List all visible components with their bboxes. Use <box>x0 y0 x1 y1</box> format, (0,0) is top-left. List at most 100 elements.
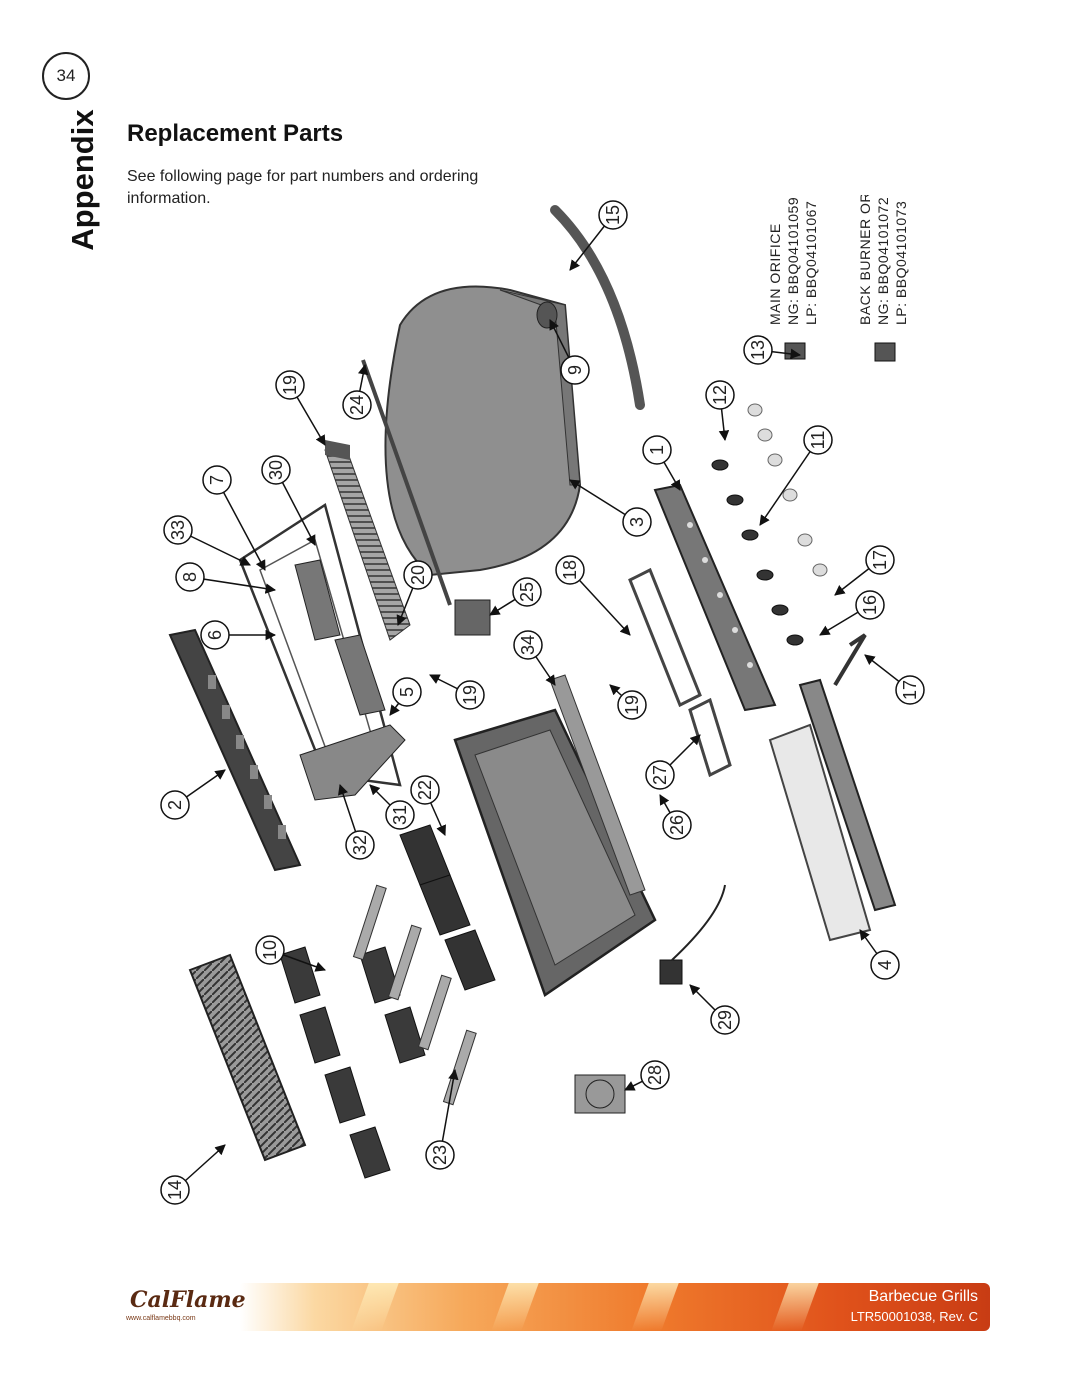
callout-circle <box>163 515 193 545</box>
footer-flame-bar: Barbecue Grills LTR50001038, Rev. C <box>240 1283 990 1331</box>
callout-19: 19 <box>429 674 485 710</box>
callout-31: 31 <box>369 784 415 830</box>
callout-leader <box>216 479 266 571</box>
callout-circle <box>645 760 675 790</box>
callout-number: 26 <box>667 815 687 835</box>
page-title: Replacement Parts <box>127 120 344 147</box>
callout-number: 2 <box>165 800 185 810</box>
callout-circle <box>255 935 285 965</box>
callout-circle <box>455 680 485 710</box>
callout-circle <box>200 620 230 650</box>
callout-circle <box>345 830 375 860</box>
callout-33: 33 <box>163 515 251 566</box>
callout-23: 23 <box>425 1068 459 1170</box>
callout-circle <box>275 370 305 400</box>
lower-tray-part <box>334 634 386 716</box>
burner-rail-top-part <box>628 567 702 708</box>
callout-14: 14 <box>160 1144 226 1205</box>
callout-number: 16 <box>860 595 880 615</box>
callout-number: 19 <box>460 685 480 705</box>
callout-26: 26 <box>659 794 692 840</box>
ignition-wire-part <box>671 884 726 961</box>
side-shelf-slots <box>208 675 286 839</box>
callout-number: 17 <box>870 550 890 570</box>
main-orifice-part <box>784 342 806 360</box>
callout-3: 3 <box>569 479 652 537</box>
callout-circle <box>640 1060 670 1090</box>
mount-bracket-part <box>299 724 406 801</box>
callout-circle <box>705 380 735 410</box>
footer-title: Barbecue Grills <box>868 1288 978 1305</box>
callout-number: 7 <box>207 475 227 485</box>
callout-circle <box>710 1005 740 1035</box>
callout-number: 34 <box>518 635 538 655</box>
footer-banner: Barbecue Grills LTR50001038, Rev. C CalF… <box>120 1283 990 1331</box>
callout-circle <box>642 435 672 465</box>
callout-24: 24 <box>342 363 372 420</box>
footer-doc-number: LTR50001038, Rev. C <box>850 1309 978 1324</box>
callout-circle <box>803 425 833 455</box>
callout-number: 17 <box>900 680 920 700</box>
callout-circle <box>895 675 925 705</box>
callout-10: 10 <box>255 935 326 972</box>
fan-cover-part <box>574 1074 626 1114</box>
callout-number: 4 <box>875 960 895 970</box>
flame-tamer-set <box>279 946 426 1179</box>
callout-34: 34 <box>513 630 556 686</box>
callout-19: 19 <box>275 370 326 446</box>
callout-22: 22 <box>410 775 446 836</box>
main-orifice-ng: NG: BBQ04101059 <box>785 197 801 325</box>
exploded-parts-diagram: MAIN ORIFICE NG: BBQ04101059 LP: BBQ0410… <box>160 195 925 1205</box>
back-orifice-part <box>874 342 896 362</box>
callout-number: 14 <box>165 1180 185 1200</box>
callout-18: 18 <box>555 555 631 636</box>
callout-9: 9 <box>549 319 590 385</box>
callout-17: 17 <box>834 545 895 596</box>
callout-number: 20 <box>408 565 428 585</box>
back-orifice-ng: NG: BBQ04101072 <box>875 197 891 325</box>
callout-13: 13 <box>743 335 802 365</box>
callout-29: 29 <box>689 984 740 1035</box>
control-panel-holes <box>687 522 753 668</box>
control-panel-part <box>653 483 777 712</box>
callout-number: 18 <box>560 560 580 580</box>
callout-circle <box>403 560 433 590</box>
callout-number: 1 <box>647 445 667 455</box>
callout-circle <box>512 577 542 607</box>
callout-25: 25 <box>489 577 542 616</box>
callout-circle <box>175 562 205 592</box>
fan-blade-part <box>585 1079 615 1109</box>
callout-circle <box>598 200 628 230</box>
callout-number: 28 <box>645 1065 665 1085</box>
callout-4: 4 <box>859 929 900 980</box>
side-frame-part <box>238 503 402 787</box>
brand-logo: CalFlame <box>130 1287 246 1313</box>
callout-circle <box>160 1175 190 1205</box>
callout-11: 11 <box>759 425 833 526</box>
callout-number: 25 <box>517 582 537 602</box>
callout-number: 12 <box>710 385 730 405</box>
thermometer-part <box>536 301 558 329</box>
callout-2: 2 <box>160 769 226 820</box>
callout-27: 27 <box>645 734 701 790</box>
callout-number: 8 <box>180 572 200 582</box>
callout-6: 6 <box>200 620 277 650</box>
upper-tray-part <box>294 559 341 641</box>
callout-circle <box>560 355 590 385</box>
callout-number: 29 <box>715 1010 735 1030</box>
callout-number: 11 <box>808 431 828 450</box>
firebox-inner-part <box>474 729 636 966</box>
callout-circle <box>392 677 422 707</box>
heat-shield-part <box>549 674 646 896</box>
callout-number: 33 <box>168 520 188 540</box>
callout-circle <box>342 390 372 420</box>
callout-16: 16 <box>819 590 885 636</box>
callout-7: 7 <box>202 465 266 571</box>
callout-circle <box>385 800 415 830</box>
rotisserie-spit-part <box>361 359 452 606</box>
callout-15: 15 <box>569 200 628 271</box>
callout-circle <box>743 335 773 365</box>
callout-number: 23 <box>430 1145 450 1165</box>
callout-circle <box>160 790 190 820</box>
